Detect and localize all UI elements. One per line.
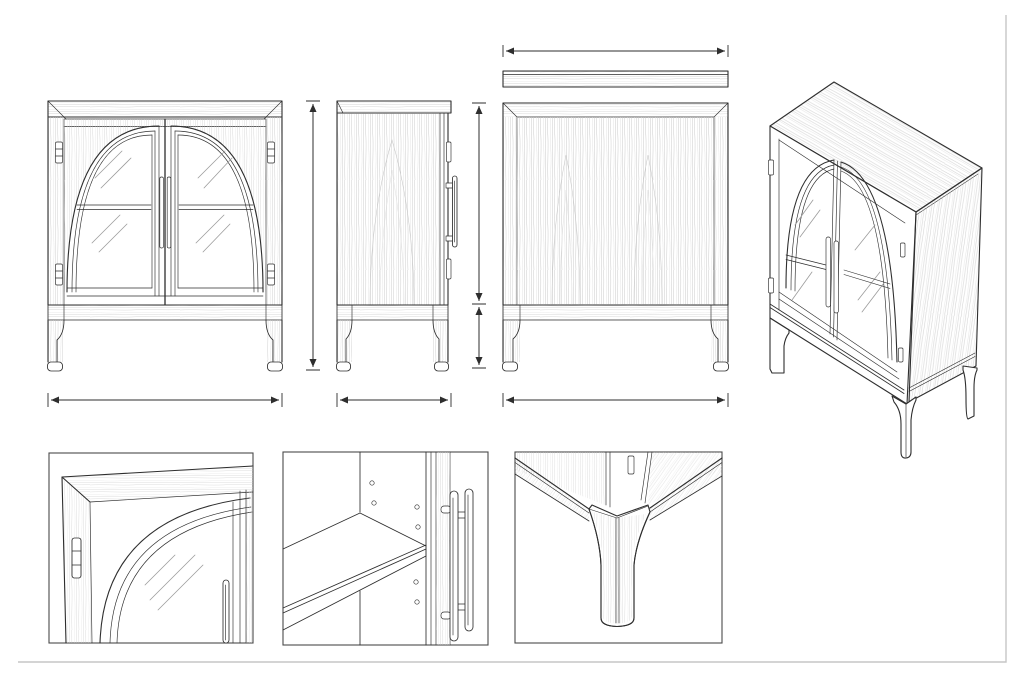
dim-side-case-height: [472, 102, 486, 369]
detail3-leg: [588, 504, 651, 628]
top-panel-profile: [502, 70, 729, 88]
iso-handles: [825, 236, 839, 314]
dim-back-overall-width-bottom: [502, 393, 729, 407]
back-apron: [502, 304, 729, 321]
dim-back-overall-width: [502, 45, 729, 57]
front-case: [47, 116, 283, 306]
side-door-edge-hardware: [445, 141, 458, 280]
detail-door-corner: [48, 452, 254, 644]
dim-side-depth: [336, 393, 452, 407]
back-view: [502, 102, 729, 372]
back-frame: [502, 102, 729, 306]
iso-hinges: [768, 159, 906, 363]
side-panel: [336, 112, 449, 306]
detail-leg-corner: [514, 451, 723, 644]
detail2-shelf-pin-holes: [369, 480, 421, 605]
side-apron: [336, 304, 449, 321]
detail2-door-frame: [425, 451, 451, 646]
dim-front-overall-width: [47, 393, 283, 407]
detail-shelf-interior: [282, 451, 489, 646]
back-panel: [517, 117, 714, 306]
detail3-cabinet-corner: [605, 451, 653, 508]
side-view: [336, 100, 458, 372]
detail2-bar-pulls: [440, 488, 474, 642]
iso-legs: [769, 317, 978, 459]
isometric-view: [768, 81, 983, 459]
sheet-border: [18, 15, 1007, 663]
detail3-apron: [514, 457, 723, 522]
front-hinges: [55, 141, 275, 286]
side-top-panel: [336, 100, 452, 114]
side-legs: [336, 319, 449, 372]
front-door-handles: [159, 176, 172, 249]
front-view: [47, 100, 283, 372]
detail1-hinge: [71, 537, 82, 579]
dim-front-overall-height: [306, 100, 320, 371]
front-apron: [47, 304, 283, 321]
front-doors: [55, 118, 275, 306]
detail1-stile-and-pull: [222, 489, 253, 644]
front-legs: [47, 319, 283, 372]
iso-front-face: [768, 138, 906, 394]
back-legs: [502, 319, 729, 372]
front-top-panel: [47, 100, 283, 120]
front-glass-reflections: [91, 150, 233, 253]
